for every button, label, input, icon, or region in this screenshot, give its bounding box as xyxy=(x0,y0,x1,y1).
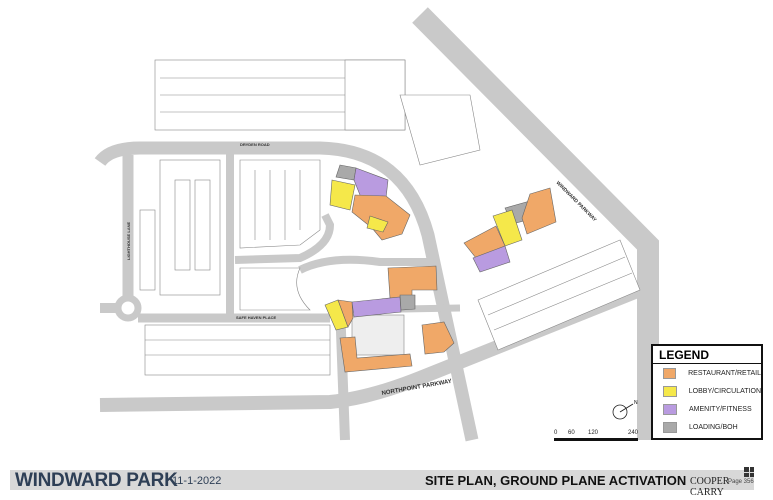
north-arrow-icon: N xyxy=(612,400,638,420)
legend-item-restaurant: RESTAURANT/RETAIL xyxy=(653,364,761,382)
legend-item-loading: LOADING/BOH xyxy=(653,418,761,436)
amenity-fitness xyxy=(472,245,511,273)
windward-parkway xyxy=(412,7,659,440)
restaurant-retail xyxy=(337,299,354,328)
scale-tick: 0 xyxy=(554,430,558,436)
restaurant-retail xyxy=(351,194,411,241)
firm-name: COOPER CARRY xyxy=(690,476,730,498)
restaurant-retail xyxy=(421,321,455,355)
project-title: WINDWARD PARK xyxy=(15,470,178,491)
northpoint-parkway xyxy=(99,281,648,412)
title-block: WINDWARD PARK 11-1-2022 SITE PLAN, GROUN… xyxy=(10,467,754,498)
road-label-dryden: DRYDEN ROAD xyxy=(240,142,270,147)
page-number: Page 356 xyxy=(728,479,754,485)
roundabout xyxy=(114,294,142,322)
scale-tick: 60 xyxy=(568,430,575,436)
center-drive xyxy=(234,213,335,264)
lobby-circulation xyxy=(366,215,389,233)
loading-boh xyxy=(335,164,357,181)
sheet-title: SITE PLAN, GROUND PLANE ACTIVATION xyxy=(425,473,687,488)
lobby-circulation xyxy=(329,179,356,211)
dryden-road xyxy=(94,141,479,442)
scale-tick: 240 xyxy=(628,430,639,436)
firm-logo-icon xyxy=(744,467,754,477)
legend-item-lobby: LOBBY/CIRCULATION xyxy=(653,382,761,400)
restaurant-retail xyxy=(339,336,413,373)
road-label-safe-haven: SAFE HAVEN PLACE xyxy=(236,315,276,320)
harbor-drive xyxy=(298,255,430,274)
legend: LEGEND RESTAURANT/RETAIL LOBBY/CIRCULATI… xyxy=(651,344,763,440)
scale-tick: 120 xyxy=(588,430,599,436)
restaurant-retail xyxy=(521,187,557,235)
parking-lots xyxy=(139,59,641,376)
buildings xyxy=(324,164,557,373)
amenity-fitness xyxy=(351,296,402,318)
loading-boh xyxy=(399,294,416,311)
date: 11-1-2022 xyxy=(172,475,222,487)
svg-text:N: N xyxy=(634,400,638,406)
road-label-lighthouse: LIGHTHOUSE LANE xyxy=(126,221,131,260)
legend-title: LEGEND xyxy=(653,346,761,364)
lobby-circulation xyxy=(492,209,523,247)
legend-item-amenity: AMENITY/FITNESS xyxy=(653,400,761,418)
